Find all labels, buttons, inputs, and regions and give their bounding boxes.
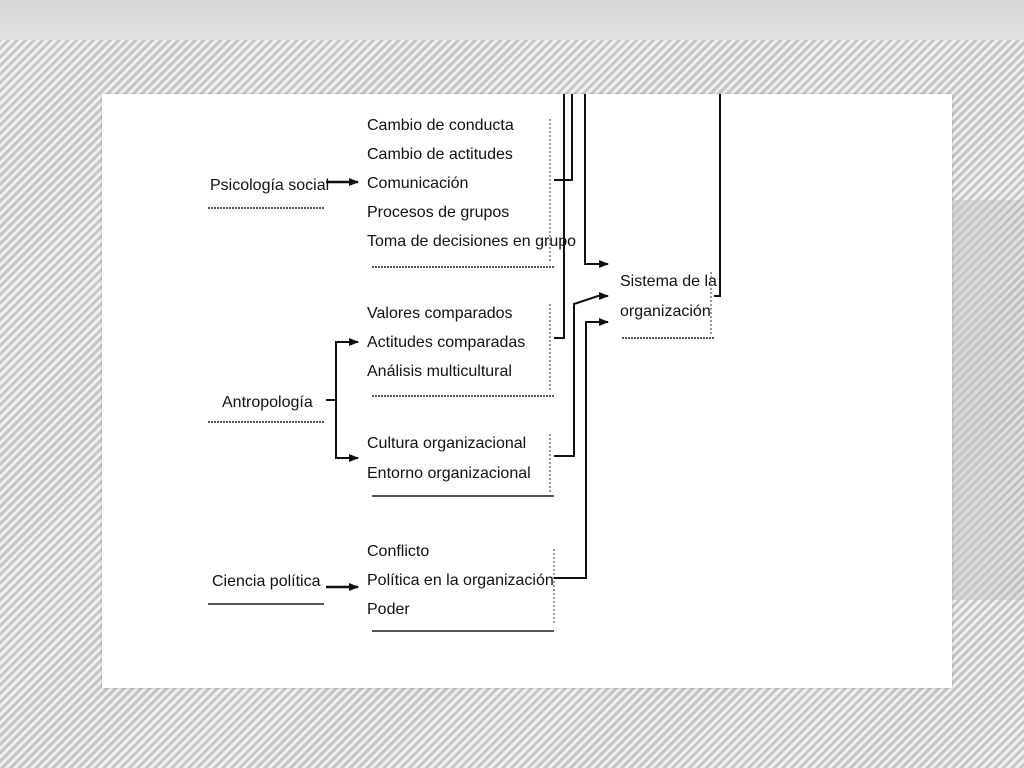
g3-item-1: Cultura organizacional <box>367 435 526 452</box>
target-line-2: organización <box>620 303 711 320</box>
g1-item-5: Toma de decisiones en grupo <box>367 233 576 250</box>
arrow-g4-to-target <box>554 318 609 579</box>
source-psicologia-social: Psicología social <box>210 177 329 194</box>
background-top-band <box>0 0 1024 40</box>
connector-g1-up <box>554 94 573 181</box>
g1-item-3: Comunicación <box>367 175 468 192</box>
g1-item-1: Cambio de conducta <box>367 117 514 134</box>
g1-item-2: Cambio de actitudes <box>367 146 513 163</box>
g2-item-2: Actitudes comparadas <box>367 334 525 351</box>
g2-item-3: Análisis multicultural <box>367 363 512 380</box>
connector-target-up <box>714 94 721 297</box>
g4-item-1: Conflicto <box>367 543 429 560</box>
source-ciencia-politica: Ciencia política <box>212 573 321 590</box>
connector-g2-up <box>554 94 565 339</box>
g3-item-2: Entorno organizacional <box>367 465 531 482</box>
g2-item-1: Valores comparados <box>367 305 513 322</box>
slide-image: Psicología social Antropología Ciencia p… <box>102 94 952 688</box>
source-antropologia: Antropología <box>222 394 313 411</box>
g4-item-3: Poder <box>367 601 410 618</box>
g4-item-2: Política en la organización <box>367 572 554 589</box>
target-line-1: Sistema de la <box>620 273 717 290</box>
diagram: Psicología social Antropología Ciencia p… <box>208 94 721 632</box>
arrow-antropologia-to-g3 <box>335 400 359 462</box>
arrow-g3-to-target <box>554 292 609 457</box>
arrow-antropologia-to-g2 <box>326 338 359 401</box>
background-gradient <box>950 200 1024 600</box>
arrow-into-target-1 <box>584 94 609 268</box>
g1-item-4: Procesos de grupos <box>367 204 509 221</box>
